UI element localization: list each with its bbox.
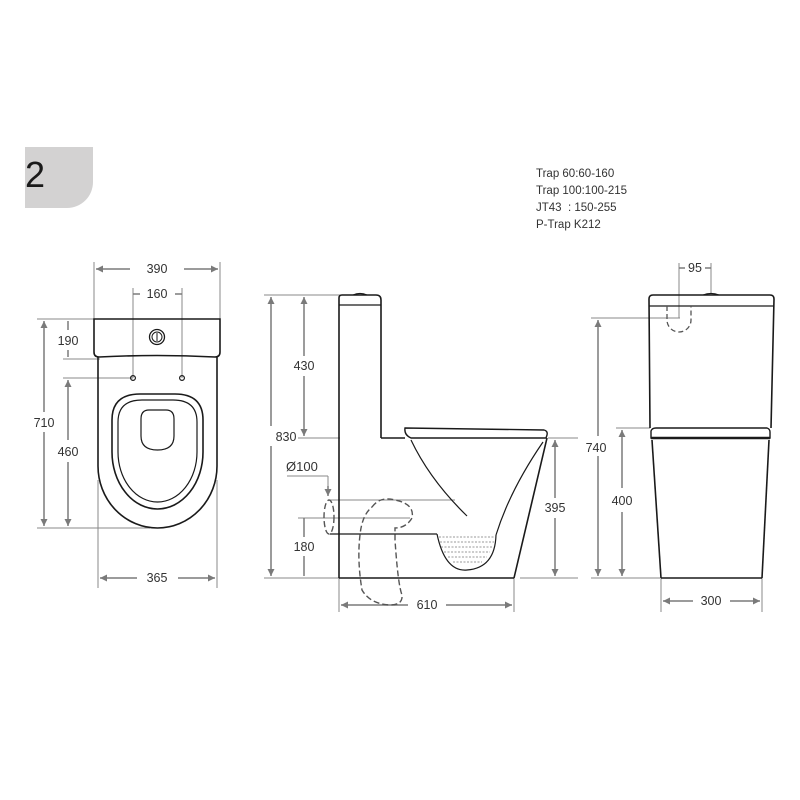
dim-fixing-hole-spacing: 160 <box>147 287 168 301</box>
dim-overall-width: 390 <box>147 262 168 276</box>
figure-number-badge: 2 <box>25 147 93 208</box>
dim-cistern-depth: 190 <box>58 334 79 348</box>
dim-seat-height: 400 <box>612 494 633 508</box>
dim-inlet-height: 740 <box>586 441 607 455</box>
top-view: 390 160 190 710 460 365 <box>34 262 221 588</box>
dim-pan-height: 395 <box>545 501 566 515</box>
dim-inlet-offset: 95 <box>688 261 702 275</box>
trap-notes: Trap 60:60-160 Trap 100:100-215 JT43 : 1… <box>536 166 627 234</box>
dim-overall-height: 830 <box>276 430 297 444</box>
trap-note: Trap 100:100-215 <box>536 185 628 197</box>
dim-outlet-height: 180 <box>294 540 315 554</box>
dim-pan-width: 365 <box>147 571 168 585</box>
figure-number: 2 <box>25 154 46 195</box>
dim-overall-length: 610 <box>417 598 438 612</box>
trap-note: Trap 60:60-160 <box>536 168 615 180</box>
dim-base-width: 300 <box>701 594 722 608</box>
side-view: 830 430 180 Ø100 395 610 <box>264 292 578 612</box>
front-view: 95 740 400 300 <box>586 261 775 612</box>
dim-cistern-height: 430 <box>294 359 315 373</box>
dim-hole-to-front: 460 <box>58 445 79 459</box>
trap-note: JT43 : 150-255 <box>536 202 617 214</box>
dim-outlet-diameter: Ø100 <box>286 459 318 474</box>
dim-overall-depth: 710 <box>34 416 55 430</box>
trap-note: P-Trap K212 <box>536 219 601 231</box>
